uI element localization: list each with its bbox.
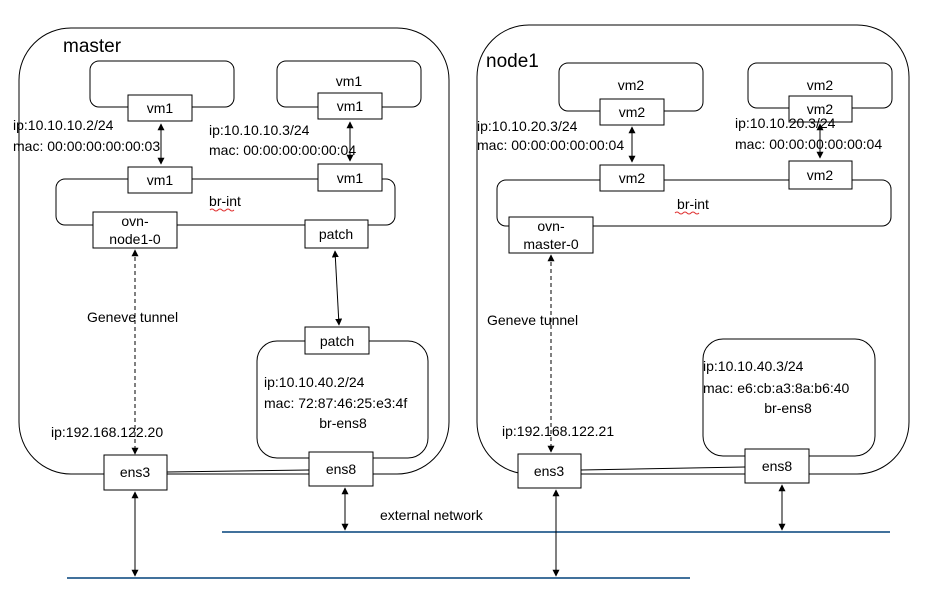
node1-vm2a-port-label: vm2	[619, 104, 646, 120]
master-vm1b-title: vm1	[336, 73, 363, 89]
node1-br-ens8-ip: ip:10.10.40.3/24	[703, 358, 804, 374]
master-tunnel-port-line2: node1-0	[109, 231, 161, 247]
master-patch-bottom-label: patch	[320, 333, 354, 349]
master-br-ens8-mac: mac: 72:87:46:25:e3:4f	[264, 395, 407, 411]
master-ens8-label: ens8	[326, 461, 357, 477]
external-network-label: external network	[380, 507, 484, 523]
node1-tunnel-label: Geneve tunnel	[487, 312, 578, 328]
node1-vm2b-mac: mac: 00:00:00:00:00:04	[735, 136, 882, 152]
node1-vm2b-port-label: vm2	[807, 101, 834, 117]
master-ens3-ens8-link	[166, 469, 310, 473]
node1-brint-port-b	[788, 160, 853, 190]
master-brint-port-a	[127, 166, 193, 194]
node1-ens3-label: ens3	[534, 463, 565, 479]
master-ens3-label: ens3	[120, 464, 151, 480]
node1-br-int-label: br-int	[677, 196, 709, 212]
master-vm1a-ip: ip:10.10.10.2/24	[13, 117, 114, 133]
master-patch-top	[304, 219, 369, 249]
master-patch-link	[331, 250, 343, 326]
node1-vm2b-port	[788, 95, 853, 123]
master-host-title: master	[63, 36, 122, 57]
master-brint-port-b	[317, 163, 383, 192]
master-patch-bottom	[304, 326, 370, 355]
master-tunnel-port	[92, 211, 178, 249]
node1-tunnel-port-line2: master-0	[523, 236, 578, 252]
node1-vm2b-title: vm2	[807, 77, 834, 93]
node1-ens3-ens8-link	[580, 466, 746, 471]
master-brint-port-a-label: vm1	[147, 172, 174, 188]
master-br-int-label: br-int	[209, 193, 241, 209]
node1-tunnel-port	[508, 216, 594, 254]
node1-host-ip: ip:192.168.122.21	[502, 423, 614, 439]
master-br-ens8-ip: ip:10.10.40.2/24	[264, 374, 365, 390]
master-host-ip: ip:192.168.122.20	[51, 424, 163, 440]
master-brint-port-b-label: vm1	[337, 170, 364, 186]
node1-brint-port-b-label: vm2	[807, 167, 834, 183]
master-vm1a-port-label: vm1	[147, 100, 174, 116]
master-vm1b-port-label: vm1	[337, 98, 364, 114]
node1-vm2b-ip: ip:10.10.20.3/24	[735, 115, 836, 131]
node1-br-int	[496, 179, 892, 227]
master-br-int-spellcheck-mark	[209, 208, 235, 212]
node1-br-ens8-name: br-ens8	[764, 400, 812, 416]
master-tunnel-port-line1: ovn-	[121, 213, 149, 229]
master-vm1a-mac: mac: 00:00:00:00:00:03	[13, 138, 160, 154]
master-ens3	[103, 454, 168, 491]
master-vm1b-port	[317, 92, 383, 120]
master-patch-top-label: patch	[319, 226, 353, 242]
master-tunnel-label: Geneve tunnel	[87, 309, 178, 325]
node1-brint-port-a-label: vm2	[619, 170, 646, 186]
node1-vm2a-ip: ip:10.10.20.3/24	[477, 118, 578, 134]
node1-br-ens8	[702, 338, 876, 457]
node1-vm2a-port	[599, 98, 665, 126]
master-ens8	[308, 451, 374, 487]
node1-br-ens8-mac: mac: e6:cb:a3:8a:b6:40	[703, 380, 850, 396]
node1-ens8-label: ens8	[762, 458, 793, 474]
master-vm1a-port	[127, 94, 193, 122]
node1-vm2a-title: vm2	[618, 77, 645, 93]
master-br-ens8-name: br-ens8	[319, 415, 367, 431]
node1-tunnel-port-line1: ovn-	[537, 218, 565, 234]
node1-ens3	[517, 453, 582, 489]
node1-brint-port-a	[599, 164, 665, 192]
master-vm1b-ip: ip:10.10.10.3/24	[209, 122, 310, 138]
node1-br-int-spellcheck-mark	[674, 211, 700, 215]
node1-host-title: node1	[486, 51, 539, 72]
node1-vm2a-mac: mac: 00:00:00:00:00:04	[477, 137, 624, 153]
node1-ens8	[744, 448, 810, 484]
master-vm1b-mac: mac: 00:00:00:00:00:04	[209, 142, 356, 158]
